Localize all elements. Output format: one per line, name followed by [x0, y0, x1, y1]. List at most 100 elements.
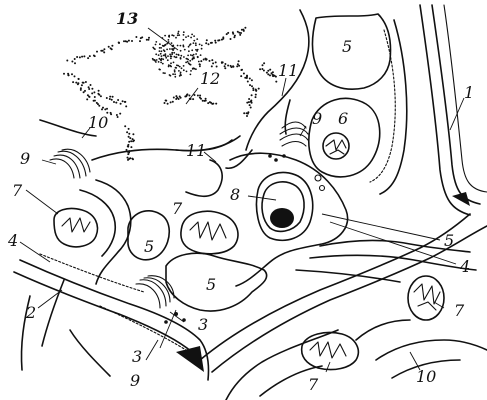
stipple-dot	[171, 100, 174, 103]
stipple-dot	[125, 105, 128, 108]
stipple-dot	[118, 41, 120, 44]
stipple-dot	[201, 99, 204, 102]
stipple-dot	[131, 138, 134, 141]
stipple-dot	[182, 31, 185, 34]
stipple-dot	[214, 39, 217, 42]
stipple-dot	[190, 70, 192, 72]
stipple-dot	[196, 50, 199, 52]
stipple-dot	[267, 69, 270, 72]
label-11-top: 11	[278, 61, 298, 80]
golgi-stack-upper	[268, 121, 309, 162]
stipple-dot	[208, 59, 211, 62]
stipple-dot	[242, 72, 245, 75]
stipple-dot	[241, 68, 243, 71]
stipple-dot	[124, 125, 127, 128]
stipple-dot	[177, 64, 180, 67]
labels: 13 12 11 11 5 6 9 1 10 9 7 8 7 4 5 5 4 5…	[7, 9, 474, 394]
label-10-top: 10	[88, 113, 108, 132]
stipple-dot	[177, 30, 180, 33]
stipple-dot	[99, 95, 102, 98]
stipple-dot	[231, 31, 234, 34]
stipple-dot	[92, 54, 95, 57]
stipple-dot	[246, 80, 249, 83]
stipple-dot	[71, 60, 74, 63]
stipple-dot	[173, 51, 176, 54]
stipple-dot	[87, 86, 90, 89]
stipple-dot	[71, 73, 73, 76]
stipple-dot	[154, 43, 157, 46]
stipple-dot	[127, 153, 130, 156]
stipple-dot	[155, 41, 158, 43]
stipple-dot	[167, 65, 170, 68]
stipple-dot	[246, 115, 248, 117]
stipple-dot	[172, 96, 175, 99]
stipple-dot	[132, 158, 134, 161]
label-7-left: 7	[12, 181, 23, 200]
stipple-dot	[210, 65, 213, 68]
stipple-dot	[164, 54, 166, 56]
stipple-dot	[175, 95, 178, 98]
stipple-dot	[128, 157, 131, 160]
stipple-dot	[229, 64, 232, 67]
stipple-dot	[269, 74, 271, 77]
stipple-dot	[192, 56, 195, 59]
stipple-dot	[180, 54, 183, 57]
stipple-dot	[148, 36, 150, 39]
particle-cloud	[63, 26, 278, 161]
stipple-dot	[167, 39, 170, 41]
stipple-dot	[97, 103, 99, 106]
stipple-dot	[81, 55, 84, 58]
label-2: 2	[25, 303, 36, 322]
stipple-dot	[200, 47, 203, 50]
stipple-dot	[196, 55, 199, 58]
stipple-dot	[166, 48, 169, 51]
stipple-dot	[165, 56, 168, 59]
stipple-dot	[187, 54, 190, 57]
stipple-dot	[96, 50, 98, 53]
stipple-dot	[98, 104, 101, 107]
stipple-dot	[110, 98, 113, 101]
stipple-dot	[155, 61, 157, 63]
stipple-dot	[191, 57, 194, 60]
stipple-dot	[220, 61, 223, 64]
stipple-dot	[117, 99, 120, 101]
stipple-dot	[183, 48, 186, 51]
stipple-dot	[126, 40, 129, 43]
stipple-dot	[119, 112, 122, 115]
stipple-dot	[167, 55, 169, 57]
stipple-dot	[188, 44, 191, 46]
stipple-dot	[169, 53, 172, 56]
label-5-midleft: 5	[144, 237, 154, 256]
stipple-dot	[175, 56, 177, 59]
stipple-dot	[200, 44, 203, 47]
stipple-dot	[199, 94, 202, 97]
stipple-dot	[123, 40, 125, 43]
label-3-mid: 3	[198, 315, 208, 334]
stipple-dot	[103, 51, 106, 54]
stipple-dot	[179, 57, 182, 59]
stipple-dot	[155, 59, 158, 61]
stipple-dot	[126, 156, 129, 159]
stipple-dot	[172, 61, 175, 64]
stipple-dot	[224, 63, 227, 65]
stipple-dot	[110, 113, 113, 116]
stipple-dot	[215, 65, 218, 68]
stipple-dot	[128, 132, 131, 135]
stipple-dot	[166, 59, 169, 62]
stipple-dot	[191, 33, 194, 36]
stipple-dot	[250, 94, 253, 97]
stipple-dot	[179, 73, 182, 75]
stipple-dot	[160, 61, 163, 64]
stipple-dot	[182, 38, 185, 41]
stipple-dot	[224, 67, 227, 70]
stipple-dot	[195, 44, 197, 47]
stipple-dot	[80, 84, 83, 87]
stipple-dot	[275, 80, 278, 83]
stipple-dot	[205, 39, 208, 42]
stipple-dot	[189, 73, 192, 76]
stipple-dot	[75, 81, 78, 84]
stipple-dot	[158, 50, 161, 52]
stipple-dot	[197, 60, 200, 63]
stipple-dot	[177, 98, 180, 100]
stipple-dot	[164, 43, 167, 46]
